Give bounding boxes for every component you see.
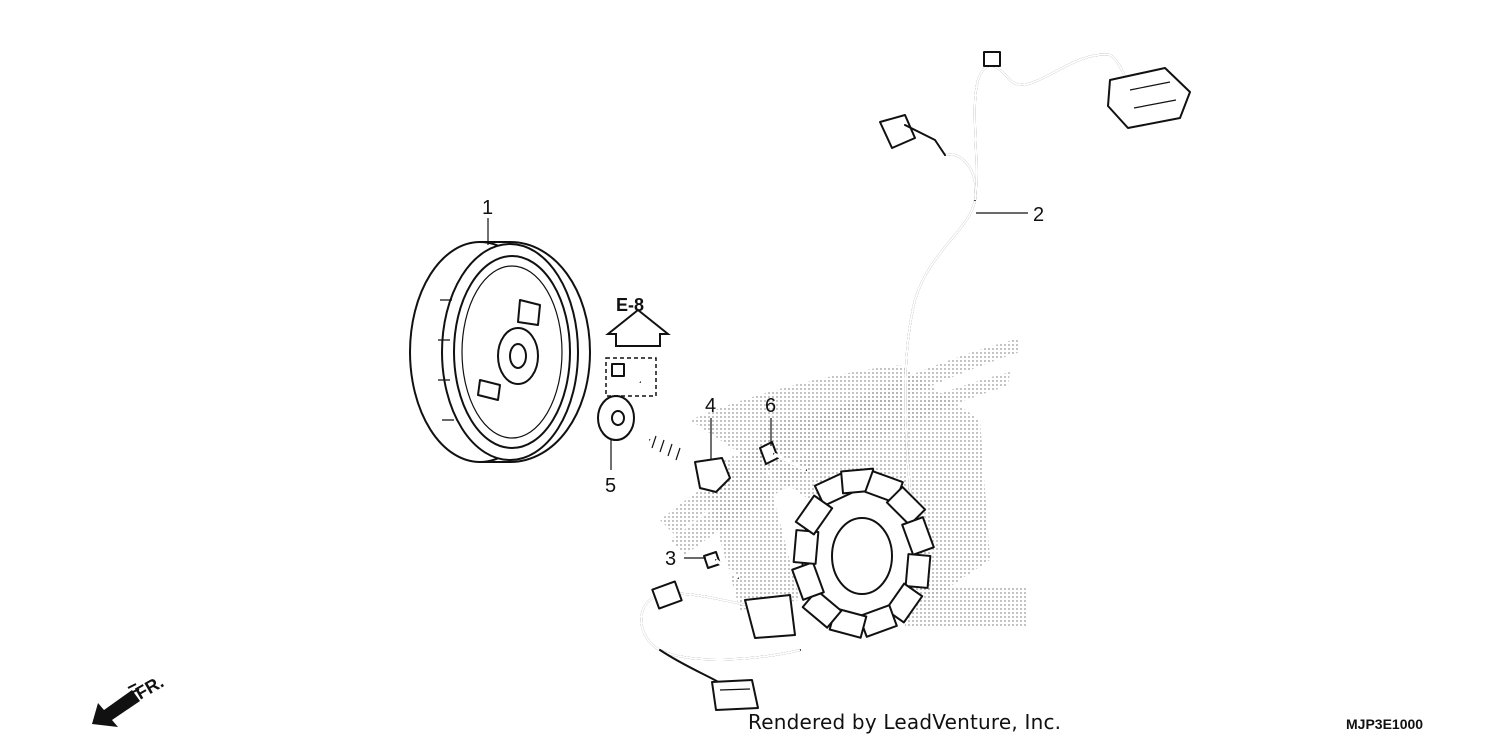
reference-bolt bbox=[605, 357, 657, 397]
stator-coil bbox=[640, 51, 1191, 711]
leader-lines bbox=[487, 212, 1028, 559]
reference-label[interactable]: E-8 bbox=[616, 295, 644, 315]
callout-5: 5 bbox=[605, 475, 616, 497]
front-direction-arrow-icon bbox=[92, 683, 140, 727]
diagram-code: MJP3E1000 bbox=[1346, 716, 1424, 732]
flywheel-rotor bbox=[409, 241, 591, 463]
arrow-up-icon bbox=[605, 308, 671, 347]
flange-bolt bbox=[647, 435, 731, 493]
callout-4: 4 bbox=[705, 395, 716, 417]
credit-text: Rendered by LeadVenture, Inc. bbox=[748, 710, 1062, 734]
bolt-6 bbox=[759, 441, 807, 472]
callout-1: 1 bbox=[482, 197, 493, 219]
washer bbox=[597, 395, 635, 441]
callout-2: 2 bbox=[1033, 204, 1044, 226]
callout-6: 6 bbox=[765, 395, 776, 417]
callout-3: 3 bbox=[665, 548, 676, 570]
bolt-small bbox=[703, 551, 739, 580]
